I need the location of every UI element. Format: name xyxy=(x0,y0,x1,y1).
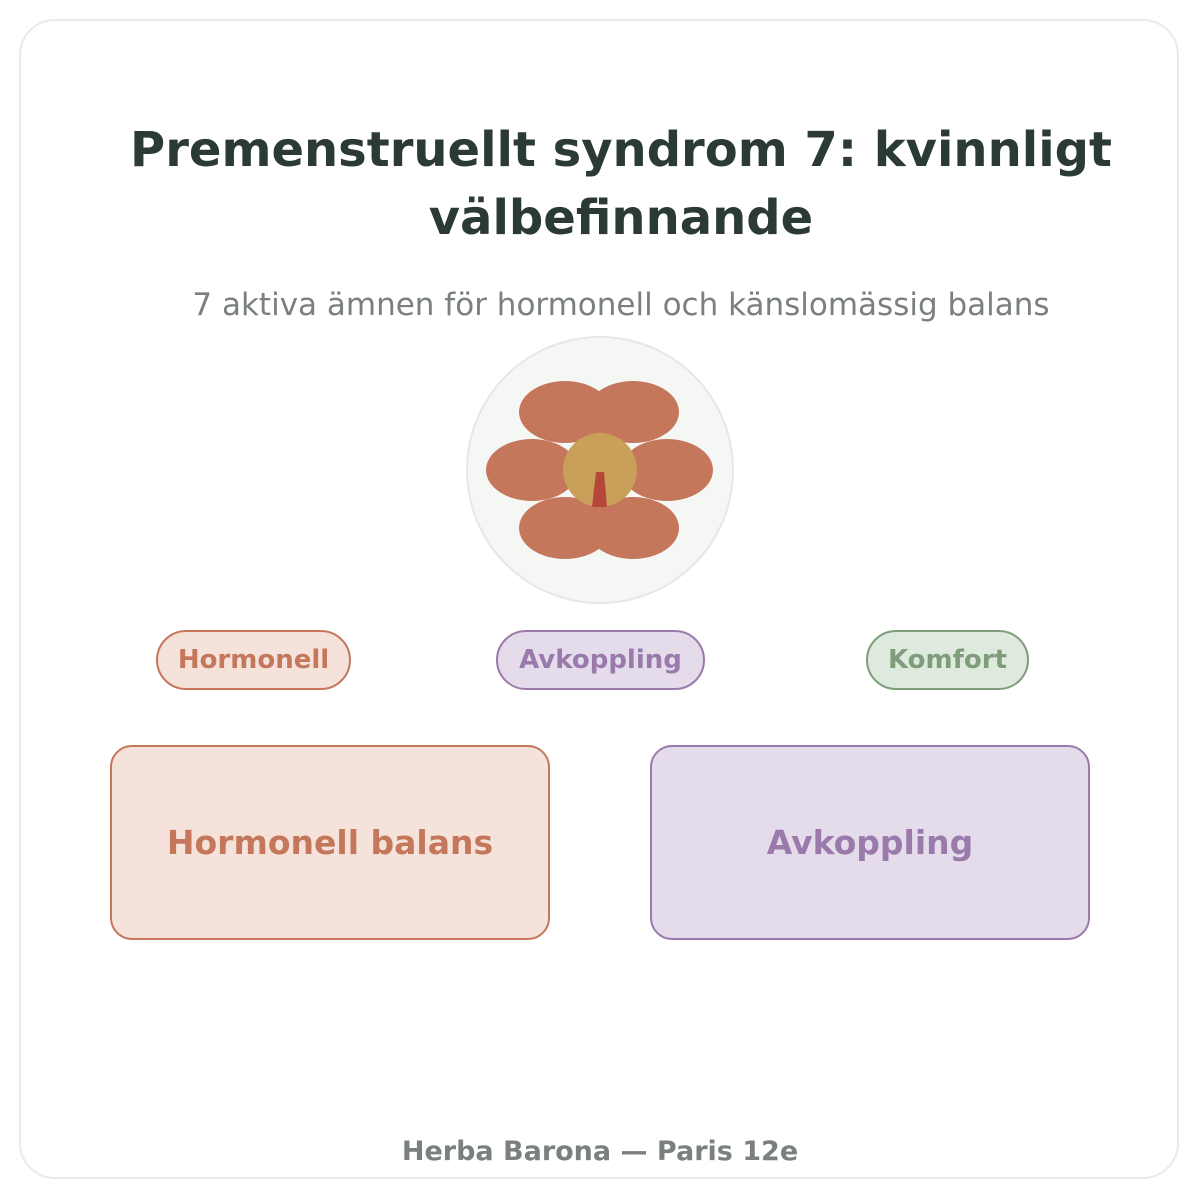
panel-avkoppling: Avkoppling xyxy=(650,745,1090,940)
content-card: Premenstruellt syndrom 7: kvinnligt välb… xyxy=(19,19,1179,1179)
panel-hormonell-balans: Hormonell balans xyxy=(110,745,550,940)
tag-hormonell: Hormonell xyxy=(156,630,351,690)
tag-avkoppling: Avkoppling xyxy=(496,630,705,690)
panel-hormonell-balans-label: Hormonell balans xyxy=(166,823,494,862)
flower-icon xyxy=(466,336,734,604)
panel-avkoppling-label: Avkoppling xyxy=(766,823,974,862)
page-title: Premenstruellt syndrom 7: kvinnligt välb… xyxy=(130,122,1112,246)
tag-komfort: Komfort xyxy=(866,630,1029,690)
footer-credit: Herba Barona — Paris 12e xyxy=(401,1136,799,1167)
page-subtitle: 7 aktiva ämnen för hormonell och känslom… xyxy=(192,287,1050,323)
